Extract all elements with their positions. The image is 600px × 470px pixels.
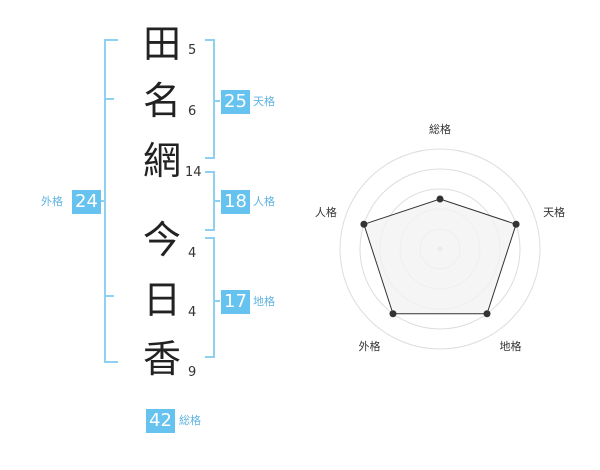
radar-axis-label: 人格 [315, 205, 337, 219]
jinkaku-value: 18 [221, 190, 250, 214]
jinkaku-bracket [205, 171, 215, 231]
gaikaku-value: 24 [72, 190, 101, 214]
gaikaku-label: 外格 [41, 195, 63, 208]
stroke-count: 5 [188, 43, 197, 58]
stroke-count: 14 [185, 165, 202, 180]
chikaku-bracket [205, 237, 215, 358]
chikaku-label: 地格 [253, 295, 275, 308]
name-char: 田 [143, 22, 182, 66]
name-char: 名 [143, 79, 182, 123]
tenkaku-label: 天格 [253, 95, 275, 108]
jinkaku-label: 人格 [253, 195, 275, 208]
soukaku-label: 総格 [179, 414, 201, 427]
radar-series-area [363, 198, 517, 315]
name-char: 網 [143, 139, 182, 183]
radar-point [389, 310, 397, 318]
gaikaku-bracket [104, 39, 118, 363]
stroke-count: 4 [188, 305, 197, 320]
soukaku-value: 42 [146, 409, 175, 433]
radar-axis-label: 外格 [358, 339, 380, 353]
chikaku-value: 17 [221, 290, 250, 314]
radar-point [360, 220, 368, 228]
tenkaku-bracket [205, 39, 215, 159]
radar-grid-ring [359, 168, 521, 330]
stroke-count: 9 [188, 365, 197, 380]
radar-point [436, 195, 444, 203]
name-char: 香 [143, 337, 182, 381]
radar-axis-label: 地格 [500, 339, 522, 353]
name-char: 日 [143, 278, 182, 322]
name-char: 今 [143, 218, 182, 262]
radar-point [483, 310, 491, 318]
radar-axis-label: 総格 [429, 122, 451, 136]
radar-point [512, 220, 520, 228]
stroke-count: 6 [188, 104, 197, 119]
radar-axis-label: 天格 [543, 205, 565, 219]
stroke-count: 4 [188, 246, 197, 261]
tenkaku-value: 25 [221, 90, 250, 114]
radar-grid-ring [339, 148, 541, 350]
